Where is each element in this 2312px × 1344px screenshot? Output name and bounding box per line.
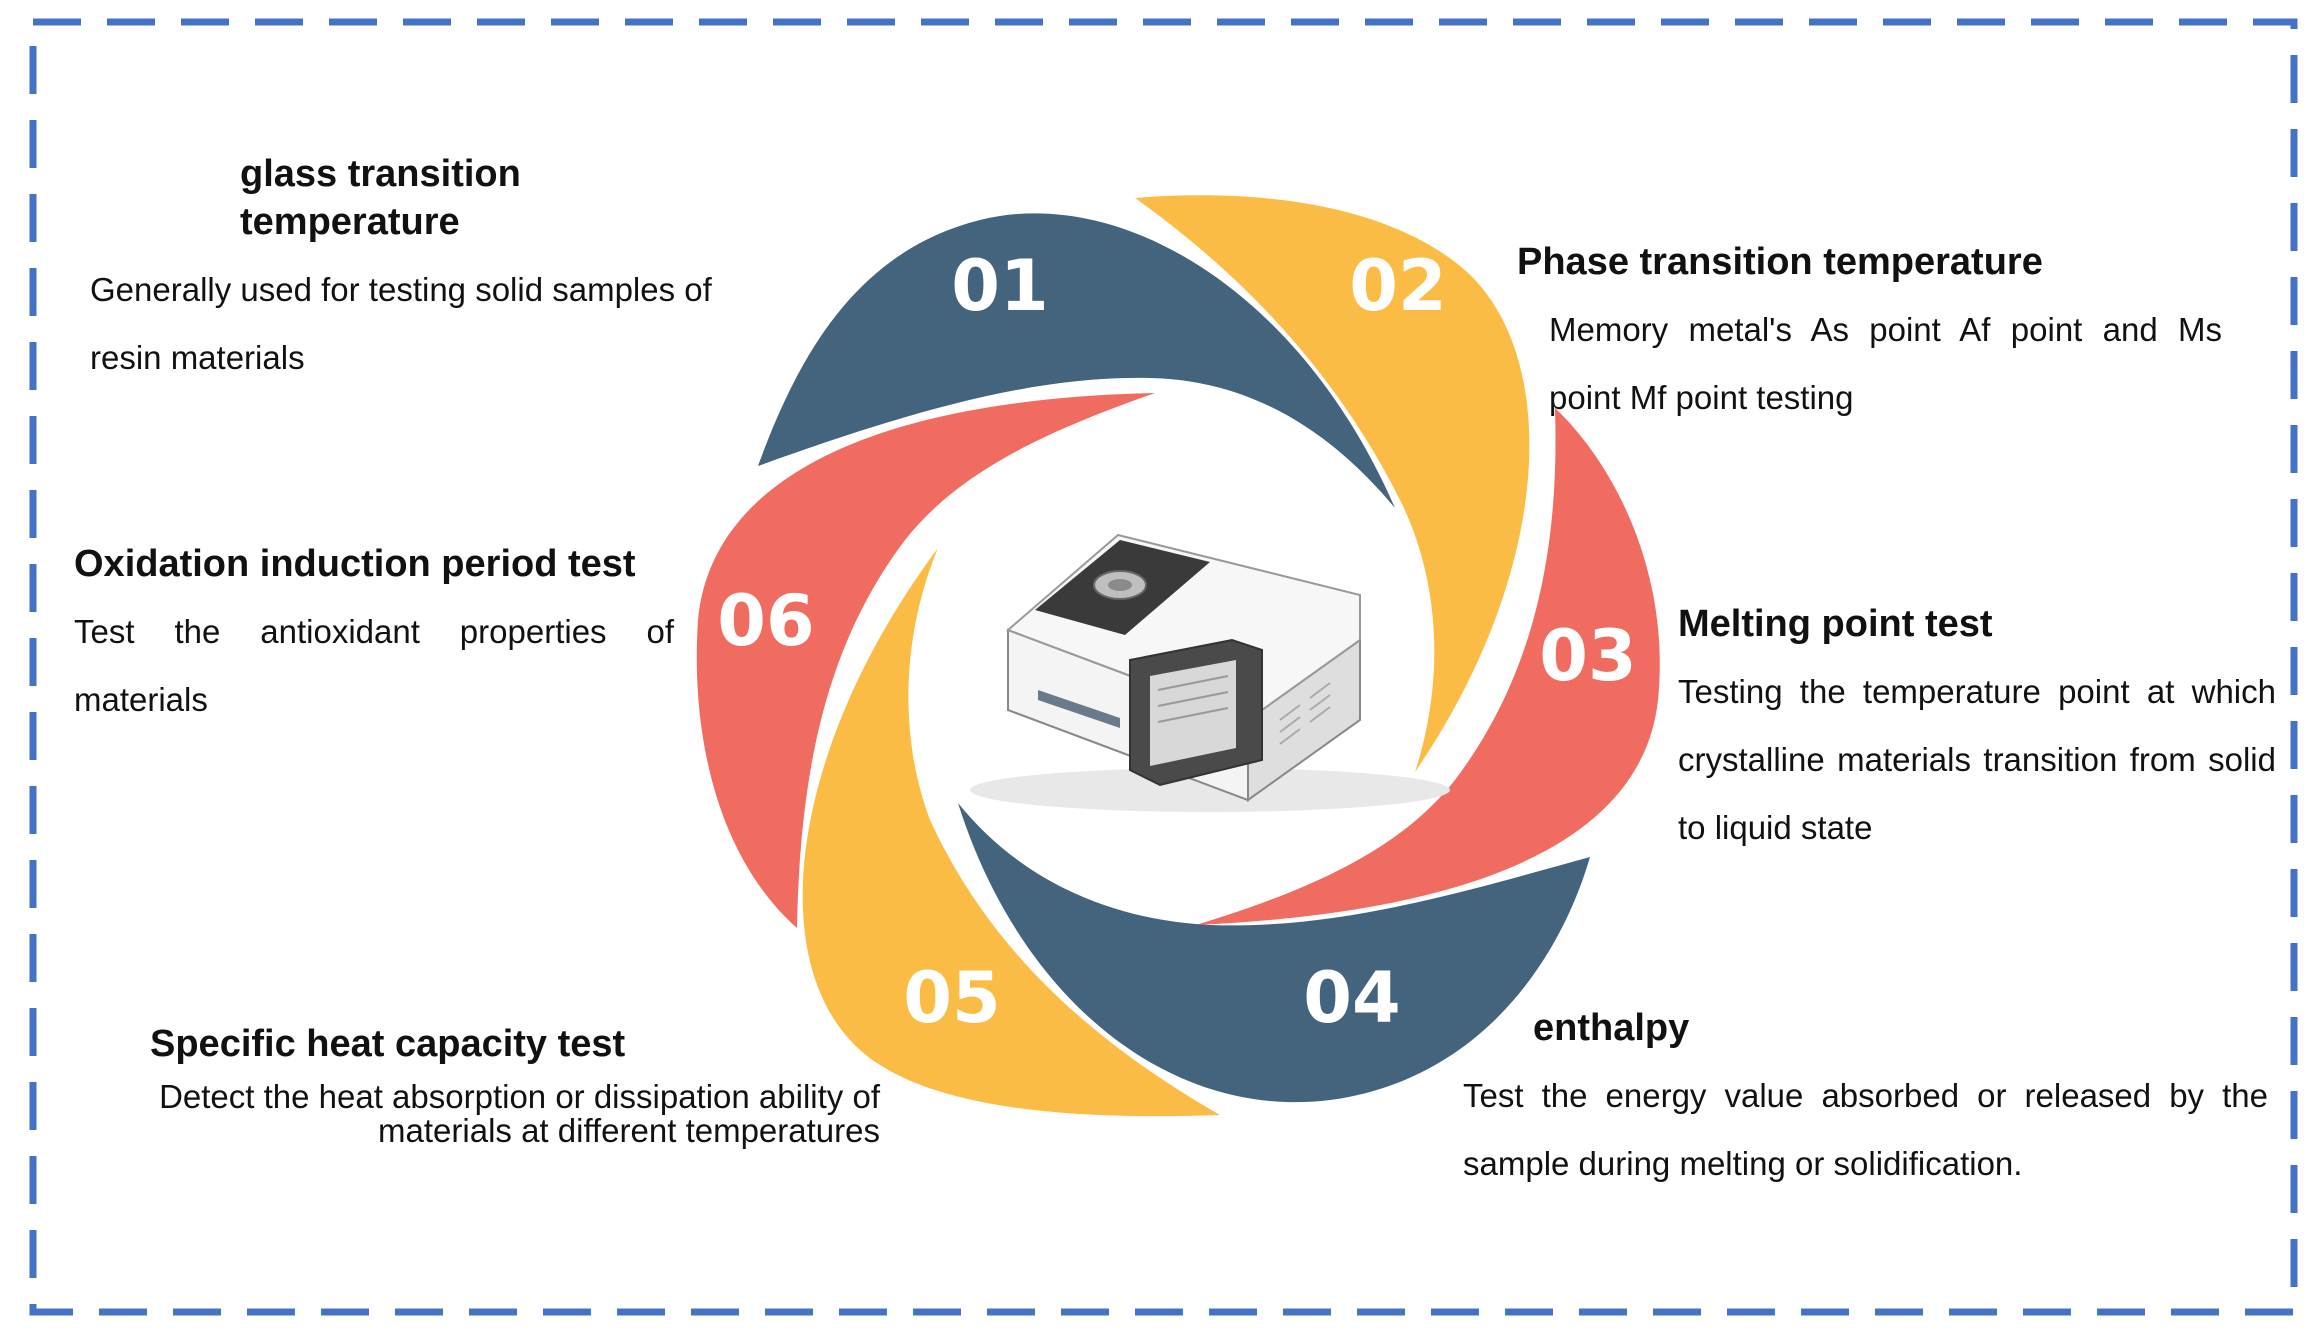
dashed-border — [29, 18, 2298, 1316]
dsc-instrument-icon — [970, 533, 1450, 812]
petal-04 — [958, 803, 1590, 1103]
petal-number-05: 05 — [903, 957, 1000, 1039]
item-description: Test the energy value absorbed or releas… — [1463, 1077, 2268, 1182]
item-description: Detect the heat absorption or dissipatio… — [159, 1078, 880, 1149]
item-description: Generally used for testing solid samples… — [90, 271, 712, 376]
item-melting-point: Melting point test Testing the temperatu… — [1678, 600, 2276, 862]
item-title: glass transition temperature — [240, 153, 521, 243]
petal-01 — [758, 213, 1395, 508]
item-title: Specific heat capacity test — [150, 1023, 626, 1065]
item-oxidation-induction: Oxidation induction period test Test the… — [74, 540, 674, 734]
item-glass-transition: glass transition temperature Generally u… — [90, 150, 750, 392]
item-enthalpy: enthalpy Test the energy value absorbed … — [1463, 1004, 2268, 1198]
item-specific-heat: Specific heat capacity test Detect the h… — [150, 1020, 880, 1148]
item-title: enthalpy — [1533, 1007, 1690, 1049]
petal-02 — [1135, 195, 1530, 773]
item-description: Memory metal's As point Af point and Ms … — [1549, 311, 2222, 416]
item-title: Melting point test — [1678, 603, 1993, 645]
petal-05 — [802, 548, 1220, 1117]
petal-number-03: 03 — [1539, 615, 1636, 697]
item-title: Oxidation induction period test — [74, 543, 636, 585]
petal-number-02: 02 — [1349, 245, 1446, 327]
petal-number-01: 01 — [951, 245, 1048, 327]
petal-03 — [1196, 408, 1660, 925]
petal-06 — [696, 393, 1155, 928]
petal-number-06: 06 — [717, 580, 814, 662]
petal-number-04: 04 — [1303, 957, 1400, 1039]
item-description: Testing the temperature point at which c… — [1678, 673, 2276, 846]
item-phase-transition: Phase transition temperature Memory meta… — [1517, 238, 2222, 432]
item-title: Phase transition temperature — [1517, 241, 2043, 283]
item-description: Test the antioxidant properties of mater… — [74, 613, 674, 718]
